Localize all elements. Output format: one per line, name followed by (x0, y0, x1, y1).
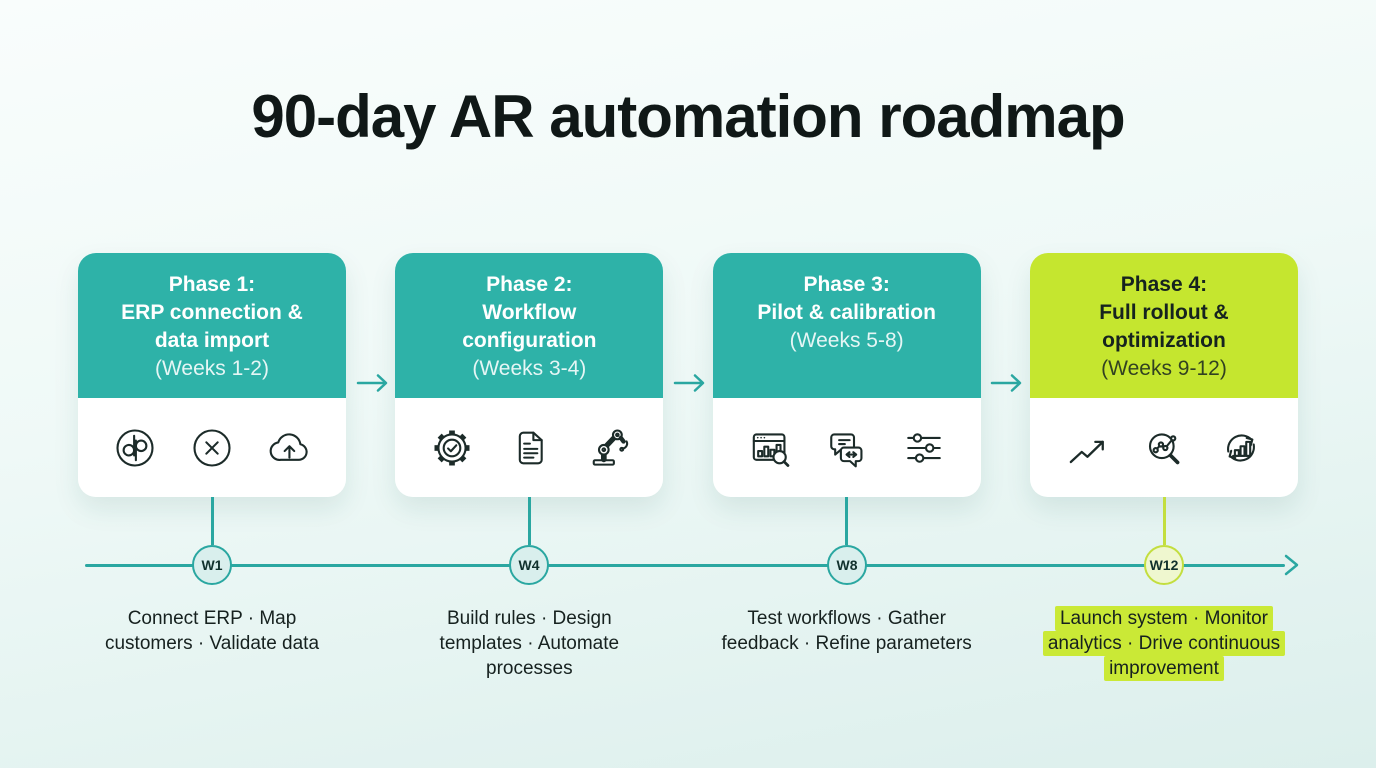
phase-3-title-line: Pilot & calibration (757, 301, 936, 324)
summary-line: feedback · Refine parameters (721, 633, 972, 654)
summary-line: improvement (1030, 656, 1298, 681)
phase-2-card: Phase 2: Workflow configuration (Weeks 3… (395, 253, 664, 497)
phase-3-header: Phase 3: Pilot & calibration (Weeks 5-8) (712, 253, 981, 398)
highlighted-text: Launch system · Monitor (1054, 606, 1273, 631)
flow-arrow-icon (355, 369, 391, 402)
phase-4-title-line: Full rollout & (1099, 301, 1229, 324)
timeline-arrowhead-icon (1282, 553, 1300, 582)
phase-2-icons (395, 398, 664, 497)
phase-1-connector (211, 497, 214, 545)
milestone-w4: W4 (509, 545, 549, 585)
phase-4-title-line: optimization (1102, 329, 1226, 352)
milestone-w8: W8 (827, 545, 867, 585)
page-title: 90-day AR automation roadmap (251, 83, 1125, 150)
summary-line: Test workflows · Gather (747, 608, 946, 629)
phase-3-icons (712, 398, 981, 497)
phase-3-summary: Test workflows · Gather feedback · Refin… (713, 606, 981, 681)
phase-cards-row: Phase 1: ERP connection & data import (W… (78, 253, 1298, 497)
growth-trend-icon (1059, 420, 1115, 476)
continuous-improvement-icon (1213, 420, 1269, 476)
phase-2-summary: Build rules · Design templates · Automat… (395, 606, 663, 681)
phase-2-weeks: (Weeks 3-4) (472, 357, 587, 380)
analytics-search-icon (1136, 420, 1192, 476)
flow-arrow-icon (672, 369, 708, 402)
phase-1-title-line: ERP connection & (121, 301, 303, 324)
summary-line: customers · Validate data (104, 633, 320, 654)
phase-1-card: Phase 1: ERP connection & data import (W… (78, 253, 346, 497)
quickbooks-logo-icon (107, 420, 163, 476)
highlighted-text: analytics · Drive continuous (1042, 631, 1286, 656)
milestone-w1: W1 (192, 545, 232, 585)
xero-logo-icon (184, 420, 240, 476)
feedback-chat-icon (819, 420, 875, 476)
summary-line: analytics · Drive continuous (1030, 631, 1298, 656)
phase-1-title-line: Phase 1: (168, 273, 256, 296)
highlighted-text: improvement (1104, 656, 1224, 681)
phase-1-title-line: data import (154, 329, 270, 352)
gear-check-icon (424, 420, 480, 476)
parameter-sliders-icon (896, 420, 952, 476)
summary-line: processes (486, 658, 573, 679)
phase-2-title-line: Phase 2: (486, 273, 573, 296)
phase-1-summary: Connect ERP · Map customers · Validate d… (78, 606, 346, 681)
phase-summaries-row: Connect ERP · Map customers · Validate d… (78, 606, 1298, 681)
phase-4-card: Phase 4: Full rollout & optimization (We… (1029, 253, 1298, 497)
phase-1-header: Phase 1: ERP connection & data import (W… (78, 253, 346, 398)
summary-line: templates · Automate (439, 633, 620, 654)
phase-3-title-line: Phase 3: (803, 273, 890, 296)
phase-2-connector (528, 497, 531, 545)
phase-1-weeks: (Weeks 1-2) (155, 357, 269, 380)
milestone-w12: W12 (1144, 545, 1184, 585)
phase-2-title-line: configuration (462, 329, 597, 352)
phase-4-title-line: Phase 4: (1120, 273, 1208, 296)
phase-4-header: Phase 4: Full rollout & optimization (We… (1029, 253, 1298, 398)
phase-1-icons (78, 398, 346, 497)
summary-line: Connect ERP · Map (127, 608, 297, 629)
robot-arm-icon (578, 420, 634, 476)
phase-3-connector (845, 497, 848, 545)
phase-4-weeks: (Weeks 9-12) (1101, 357, 1227, 380)
summary-line: Launch system · Monitor (1030, 606, 1298, 631)
flow-arrow-icon (989, 369, 1025, 402)
document-template-icon (501, 420, 557, 476)
phase-4-icons (1029, 398, 1298, 497)
timeline-axis (85, 564, 1285, 567)
cloud-upload-icon (261, 420, 317, 476)
dashboard-review-icon (742, 420, 798, 476)
phase-4-summary: Launch system · Monitor analytics · Driv… (1030, 606, 1298, 681)
phase-2-title-line: Workflow (482, 301, 577, 324)
phase-3-card: Phase 3: Pilot & calibration (Weeks 5-8) (712, 253, 981, 497)
summary-line: Build rules · Design (446, 608, 612, 629)
phase-4-connector (1163, 497, 1166, 545)
phase-3-weeks: (Weeks 5-8) (789, 329, 904, 352)
phase-2-header: Phase 2: Workflow configuration (Weeks 3… (395, 253, 664, 398)
